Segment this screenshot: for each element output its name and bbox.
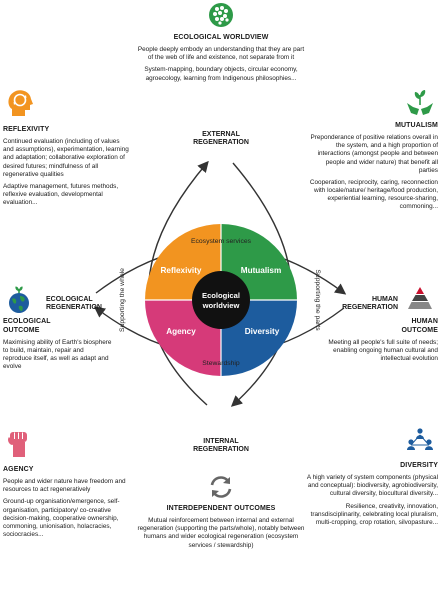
node-ecological-regeneration: ECOLOGICAL REGENERATION xyxy=(46,296,102,312)
quadrant-label-agency: Agency xyxy=(166,327,196,336)
block-text: Continued evaluation (including of value… xyxy=(3,137,129,178)
block-mutualism: MUTUALISM Preponderance of positive rela… xyxy=(307,122,438,216)
block-title: REFLEXIVITY xyxy=(3,126,50,133)
hands-plant-icon xyxy=(407,90,433,115)
block-text: People and wider nature have freedom and… xyxy=(3,477,126,494)
block-title: AGENCY xyxy=(3,466,34,473)
block-title: INTERDEPENDENT OUTCOMES xyxy=(166,505,276,512)
block-reflexivity: REFLEXIVITY Continued evaluation (includ… xyxy=(3,126,130,211)
head-cycle-icon xyxy=(8,90,33,116)
block-human-outcome: HUMAN OUTCOME Meeting all people's full … xyxy=(323,318,438,367)
quadrant-label-reflexivity: Reflexivity xyxy=(161,266,202,275)
block-examples: Adaptive management, futures methods, re… xyxy=(3,182,119,207)
block-examples: System-mapping, boundary objects, circul… xyxy=(144,66,298,82)
node-external-regeneration: EXTERNAL REGENERATION xyxy=(193,131,249,147)
block-diversity: DIVERSITY A high variety of system compo… xyxy=(305,462,438,531)
block-ecological-outcome: ECOLOGICAL OUTCOME Maximising ability of… xyxy=(3,318,113,376)
center-title-line1: Ecological xyxy=(202,291,240,300)
block-examples: Resilience, creativity, innovation, tran… xyxy=(310,502,438,526)
node-internal-regeneration: INTERNAL REGENERATION xyxy=(193,438,249,454)
block-text: Preponderance of positive relations over… xyxy=(310,133,438,174)
flow-label-left: Supporting the whole xyxy=(119,268,126,332)
circular-arrows-icon xyxy=(210,476,232,498)
green-globe-icon xyxy=(209,3,233,27)
quadrant-label-diversity: Diversity xyxy=(245,327,280,336)
flow-label-right: Supporting the parts xyxy=(314,269,321,331)
block-interdependent-outcomes: INTERDEPENDENT OUTCOMES Mutual reinforce… xyxy=(132,505,310,554)
block-text: A high variety of system components (phy… xyxy=(306,473,438,498)
block-text: Mutual reinforcement between internal an… xyxy=(137,516,305,549)
pyramid-icon xyxy=(408,287,432,309)
center-title-line2: worldview xyxy=(202,301,240,310)
raised-fist-icon xyxy=(8,432,27,457)
people-network-icon xyxy=(407,428,433,450)
block-title: ECOLOGICAL WORLDVIEW xyxy=(173,34,269,41)
block-ecological-worldview: ECOLOGICAL WORLDVIEW People deeply embod… xyxy=(135,34,307,87)
quadrant-label-mutualism: Mutualism xyxy=(241,266,282,275)
block-text: Maximising ability of Earth's biosphere … xyxy=(3,338,112,371)
block-title: ECOLOGICAL OUTCOME xyxy=(3,318,51,334)
block-text: Meeting all people's full suite of needs… xyxy=(328,338,438,363)
earth-plant-icon xyxy=(9,286,29,313)
block-text: People deeply embody an understanding th… xyxy=(137,45,305,62)
block-title: DIVERSITY xyxy=(400,462,438,469)
center-circle xyxy=(192,271,250,329)
flow-label-bottom: Stewardship xyxy=(202,360,240,367)
block-examples: Ground-up organisation/emergence, self-o… xyxy=(3,498,120,539)
block-title: HUMAN OUTCOME xyxy=(401,318,438,334)
block-title: MUTUALISM xyxy=(395,122,438,129)
flow-label-top: Ecosystem services xyxy=(191,238,252,245)
block-agency: AGENCY People and wider nature have free… xyxy=(3,466,135,543)
block-examples: Cooperation, reciprocity, caring, reconn… xyxy=(309,178,438,211)
node-human-regeneration: HUMAN REGENERATION xyxy=(342,296,398,312)
